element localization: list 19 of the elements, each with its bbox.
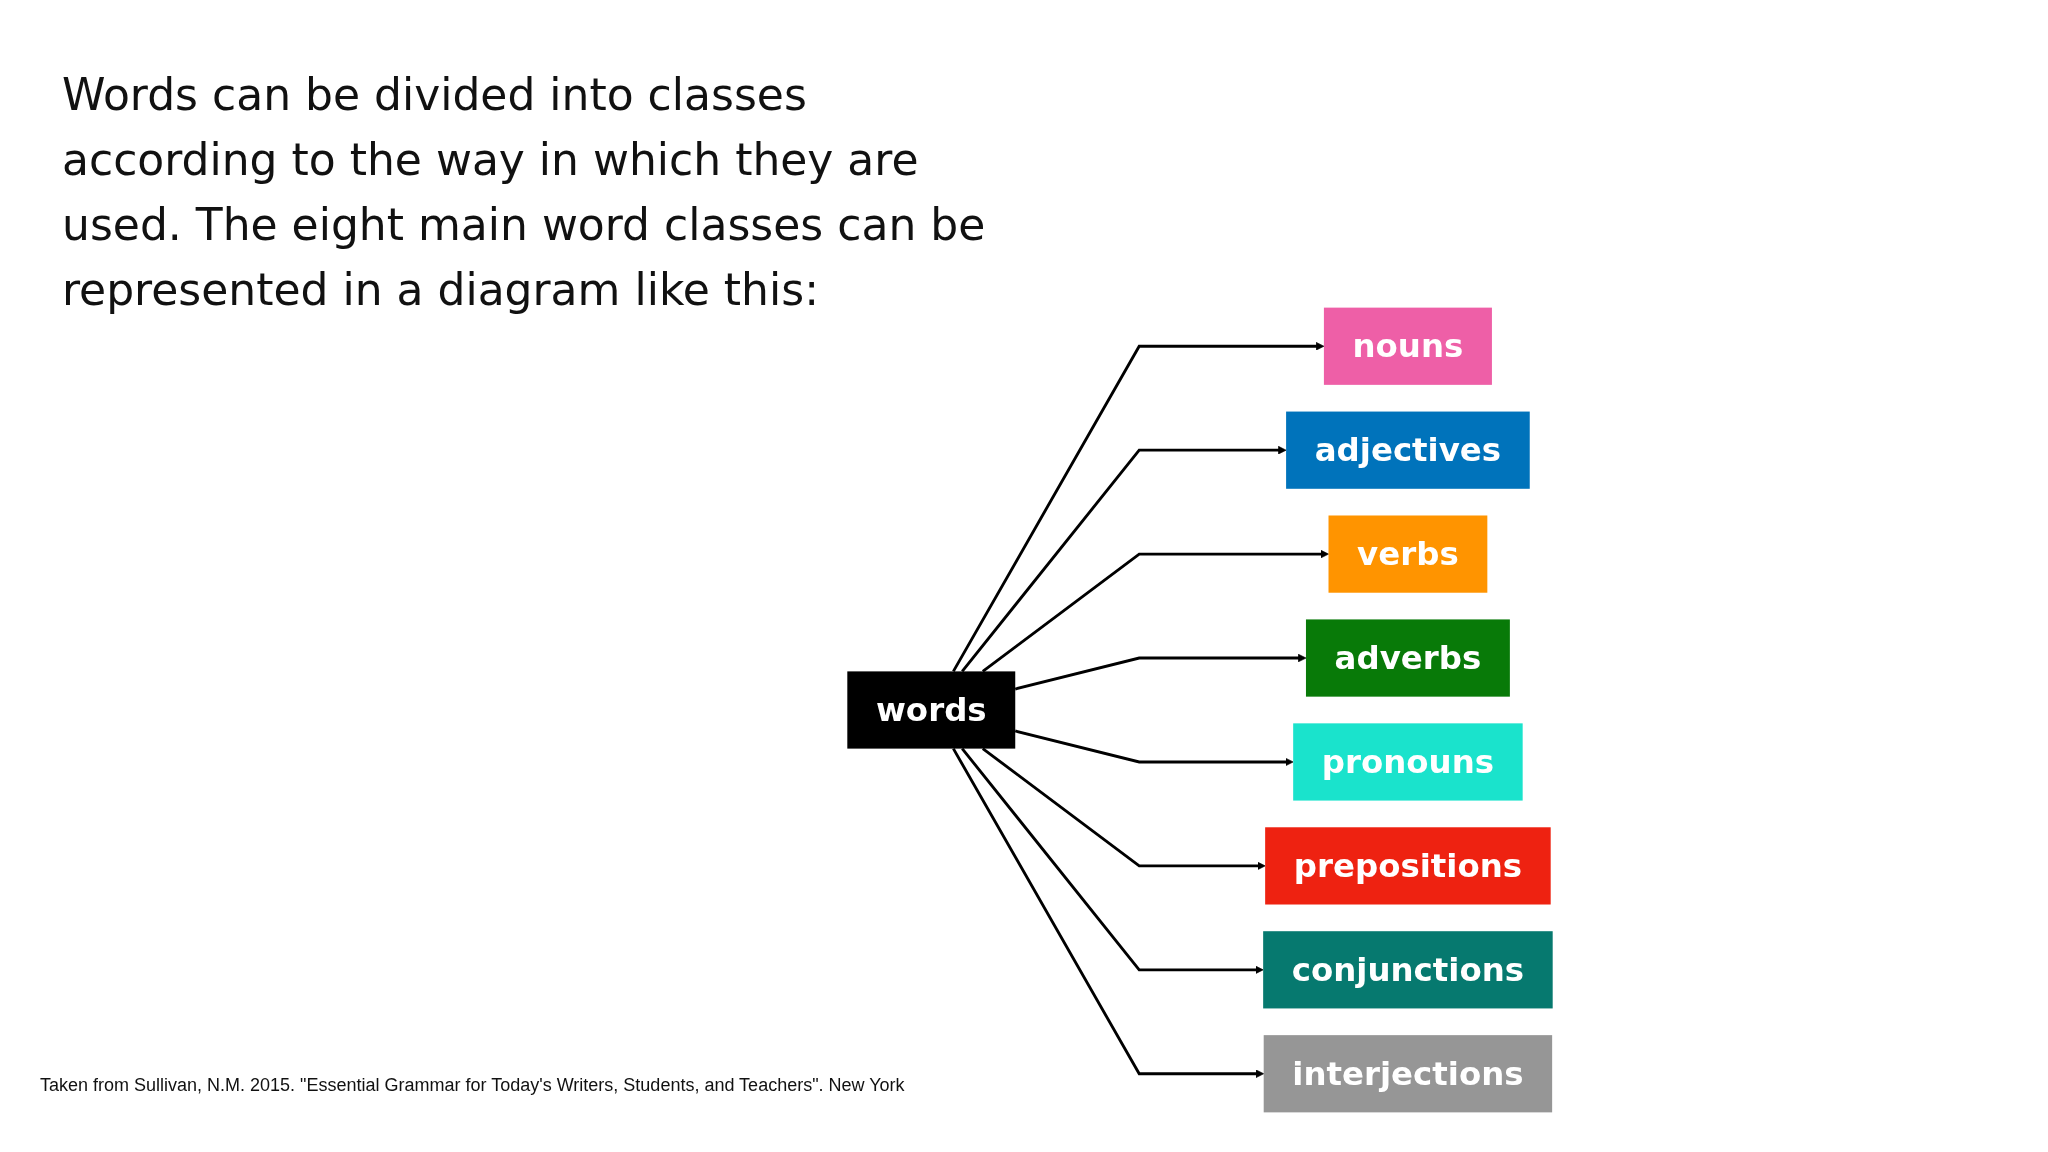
caption: Taken from Sullivan, N.M. 2015. "Essential Grammar for Today's Writers, Students, and Teachers". New York [40, 1075, 905, 1096]
node-box: nouns [1323, 307, 1492, 385]
title: Words can be divided into classes according to the way in which they are used. The eight main word classes can be represented in a diagram like this: [62, 68, 987, 317]
node-box: adjectives [1286, 411, 1530, 489]
node-box: prepositions [1265, 827, 1551, 905]
arrow [1014, 729, 1294, 767]
node-box: adverbs [1305, 619, 1510, 697]
node-box: pronouns [1293, 723, 1523, 801]
node-box: words [847, 671, 1016, 749]
arrow [961, 747, 1264, 974]
arrow [952, 342, 1325, 673]
node-box: interjections [1263, 1035, 1553, 1113]
arrow [981, 549, 1329, 673]
arrow [952, 747, 1265, 1078]
arrow [961, 446, 1287, 673]
arrow [1014, 653, 1307, 691]
node-box: conjunctions [1263, 931, 1553, 1009]
arrow [981, 747, 1266, 871]
node-box: verbs [1328, 515, 1488, 593]
